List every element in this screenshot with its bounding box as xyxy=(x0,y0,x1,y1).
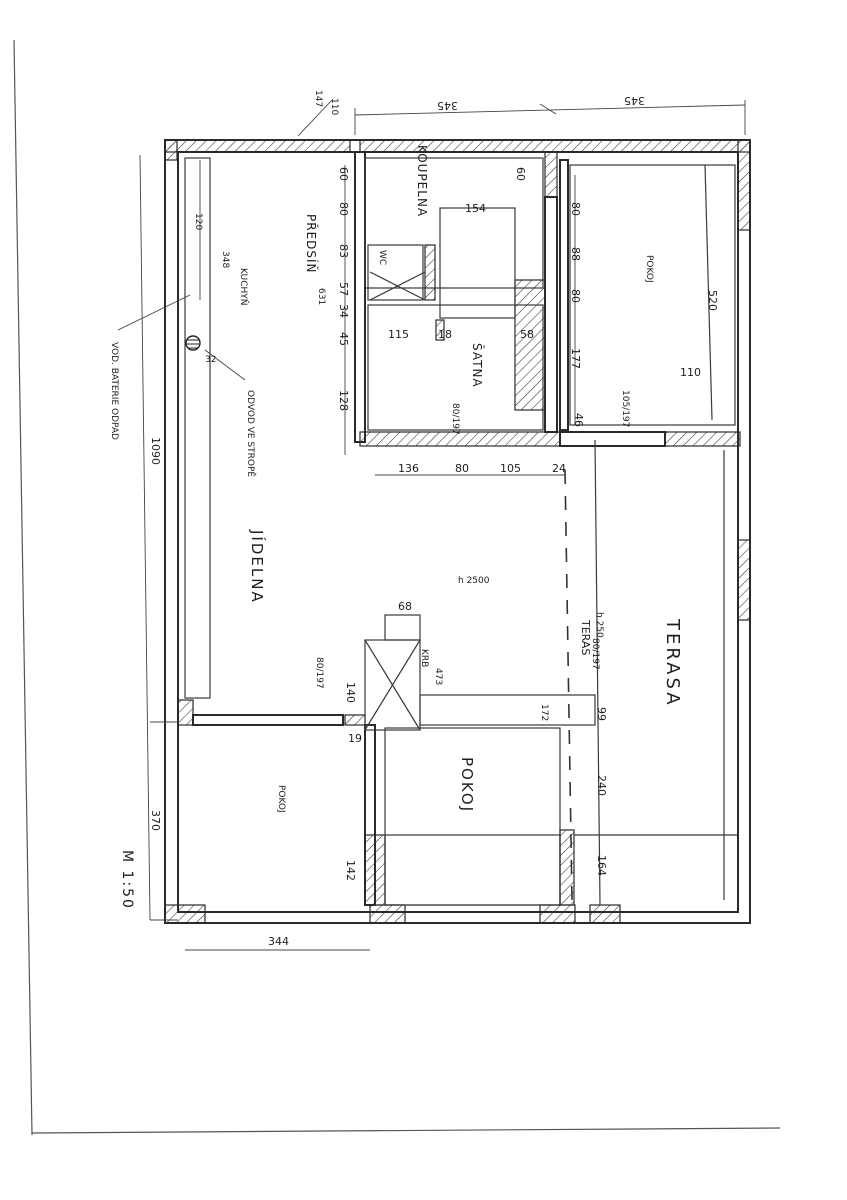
dimension-labels: 345 345 110 147 60 80 83 57 34 45 128 60… xyxy=(149,90,719,948)
dim-177: 177 xyxy=(569,348,582,369)
dim-34: 34 xyxy=(337,304,350,318)
room-jidelna: JÍDELNA xyxy=(248,529,267,604)
note-height-2: h 250 xyxy=(594,612,604,638)
dim-240: 240 xyxy=(595,775,608,796)
dim-80-197-b: 80/197 xyxy=(314,657,324,689)
note-vod-odpad: VOD. BATERIE ODPAD xyxy=(109,342,119,440)
room-koupelna: KOUPELNA xyxy=(415,145,429,217)
note-odvod: ODVOD VE STROPĚ xyxy=(245,390,257,477)
dim-57: 57 xyxy=(337,282,350,296)
dim-58: 58 xyxy=(520,328,534,341)
dim-172: 172 xyxy=(539,704,549,721)
dim-110-right: 110 xyxy=(680,366,701,379)
dim-60a: 60 xyxy=(337,167,350,181)
room-kuchyn: KUCHYŇ xyxy=(238,268,249,306)
room-pokoj-left: POKOJ xyxy=(276,785,286,813)
dim-154: 154 xyxy=(465,202,486,215)
dim-473: 473 xyxy=(433,668,443,685)
dim-99: 99 xyxy=(595,707,608,721)
dim-147-corner: 147 xyxy=(313,90,323,107)
room-satna: ŠATNA xyxy=(470,343,485,388)
room-wc: WC xyxy=(377,250,387,265)
room-terasa: TERASA xyxy=(662,618,683,708)
drain-icon xyxy=(185,335,201,351)
dim-120: 120 xyxy=(193,213,203,230)
dim-80c: 80 xyxy=(569,289,582,303)
scale-note: M 1:50 xyxy=(119,850,135,910)
dim-88: 88 xyxy=(569,247,582,261)
dim-345-left: 345 xyxy=(437,99,458,112)
dim-80a: 80 xyxy=(337,202,350,216)
dim-631: 631 xyxy=(316,288,326,305)
room-predsin: PŘEDSÍŇ xyxy=(304,214,319,274)
dim-140: 140 xyxy=(344,682,357,703)
dim-1090: 1090 xyxy=(149,437,162,465)
dim-110-corner: 110 xyxy=(329,98,339,115)
dim-105-197: 105/197 xyxy=(620,390,630,427)
dim-344: 344 xyxy=(268,935,289,948)
dim-24: 24 xyxy=(552,462,566,475)
room-terasa-small: TERAS xyxy=(579,619,592,655)
dim-32: 32 xyxy=(205,355,216,365)
page-border-left xyxy=(13,39,33,1136)
dim-520: 520 xyxy=(706,290,719,311)
dim-105: 105 xyxy=(500,462,521,475)
dim-80-197-a: 80/197 xyxy=(450,403,460,435)
dim-80-horizontal: 80 xyxy=(455,462,469,475)
dim-60b: 60 xyxy=(514,167,527,181)
terrace-edge-dashed xyxy=(564,469,573,901)
dimension-lines xyxy=(117,99,746,951)
dim-345-right: 345 xyxy=(624,94,645,107)
notes: M 1:50 ODVOD VE STROPĚ VOD. BATERIE ODPA… xyxy=(109,342,604,910)
dim-19: 19 xyxy=(348,732,362,745)
dim-68: 68 xyxy=(398,600,412,613)
outer-walls xyxy=(164,139,751,924)
dim-45: 45 xyxy=(337,332,350,346)
dim-46: 46 xyxy=(572,413,585,427)
dim-164: 164 xyxy=(595,855,608,876)
dim-136: 136 xyxy=(398,462,419,475)
dim-115: 115 xyxy=(388,328,409,341)
room-pokoj-right: POKOJ xyxy=(644,255,654,283)
dim-18: 18 xyxy=(438,328,452,341)
dim-83: 83 xyxy=(337,244,350,258)
room-labels: KOUPELNA PŘEDSÍŇ WC ŠATNA KUCHYŇ JÍDELNA… xyxy=(238,145,683,813)
page-border-bottom xyxy=(31,1127,781,1134)
room-pokoj-mid: POKOJ xyxy=(458,757,476,813)
dim-348: 348 xyxy=(220,251,230,268)
dim-80-197-c: 80/197 xyxy=(590,638,600,670)
note-height: h 2500 xyxy=(458,576,490,586)
inner-walls xyxy=(177,151,741,906)
dim-370: 370 xyxy=(149,810,162,831)
dim-80b: 80 xyxy=(569,202,582,216)
dim-128: 128 xyxy=(337,390,350,411)
room-krb: KRB xyxy=(419,649,429,667)
dim-142: 142 xyxy=(344,860,357,881)
